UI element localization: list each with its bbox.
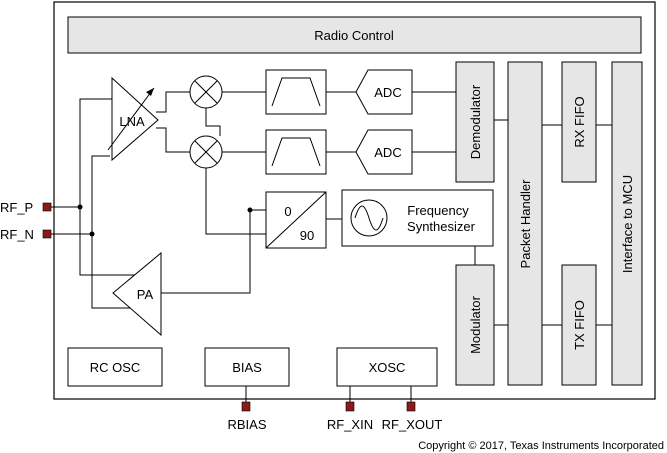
adc-q: ADC — [355, 129, 413, 175]
bias-block — [204, 347, 290, 387]
bias-label: BIAS — [232, 360, 262, 375]
lna-amplifier: LNA — [107, 76, 159, 162]
phase-90-label: 90 — [300, 228, 314, 243]
xosc-block — [336, 347, 438, 387]
rf-p-label: RF_P — [0, 200, 33, 215]
rf-xout-label: RF_XOUT — [382, 417, 443, 432]
frequency-synthesizer: Frequency Synthesizer — [341, 189, 494, 247]
rc-osc-label: RC OSC — [90, 360, 141, 375]
rbias-label: RBIAS — [227, 417, 266, 432]
junction-dot — [247, 207, 253, 213]
modulator-label: Modulator — [468, 295, 483, 353]
tx-fifo-label: TX FIFO — [572, 300, 587, 350]
rc-osc-block — [67, 347, 163, 387]
radio-control-label: Radio Control — [314, 28, 394, 43]
modulator-block — [455, 264, 495, 386]
pa-label: PA — [137, 287, 154, 302]
adc-i-label: ADC — [374, 85, 401, 100]
mixer-i — [189, 75, 223, 109]
tx-fifo-block — [561, 264, 597, 386]
packet-handler-block — [507, 61, 543, 386]
pa-amplifier: PA — [112, 251, 162, 337]
interface-to-mcu-block — [611, 61, 643, 386]
adc-i: ADC — [355, 69, 413, 115]
rf-xout-pin — [406, 401, 416, 412]
bandpass-filter-i — [265, 69, 327, 115]
frequency-label: Frequency — [407, 203, 469, 218]
synthesizer-label: Synthesizer — [407, 219, 476, 234]
copyright-text: Copyright © 2017, Texas Instruments Inco… — [418, 440, 664, 452]
interface-to-mcu-label: Interface to MCU — [620, 175, 635, 273]
signal-wires — [50, 91, 612, 404]
phase-0-label: 0 — [284, 204, 291, 219]
rf-n-label: RF_N — [0, 227, 34, 242]
junction-dot — [77, 204, 83, 210]
rf-xin-label: RF_XIN — [327, 417, 373, 432]
rx-fifo-label: RX FIFO — [572, 96, 587, 147]
rf-xin-pin — [345, 401, 355, 412]
adc-q-label: ADC — [374, 145, 401, 160]
packet-handler-label: Packet Handler — [518, 179, 533, 269]
rbias-pin — [241, 401, 251, 412]
junction-dot — [89, 231, 95, 237]
lna-label: LNA — [119, 114, 145, 129]
xosc-label: XOSC — [369, 360, 406, 375]
rx-fifo-block — [561, 61, 597, 183]
rf-n-pin — [42, 229, 52, 239]
demodulator-block — [455, 61, 495, 183]
radio-control-block — [67, 16, 642, 54]
phase-splitter: 0 90 — [265, 191, 327, 249]
rf-p-pin — [42, 202, 52, 212]
mixer-q — [189, 135, 223, 169]
demodulator-label: Demodulator — [468, 84, 483, 159]
bandpass-filter-q — [265, 129, 327, 175]
